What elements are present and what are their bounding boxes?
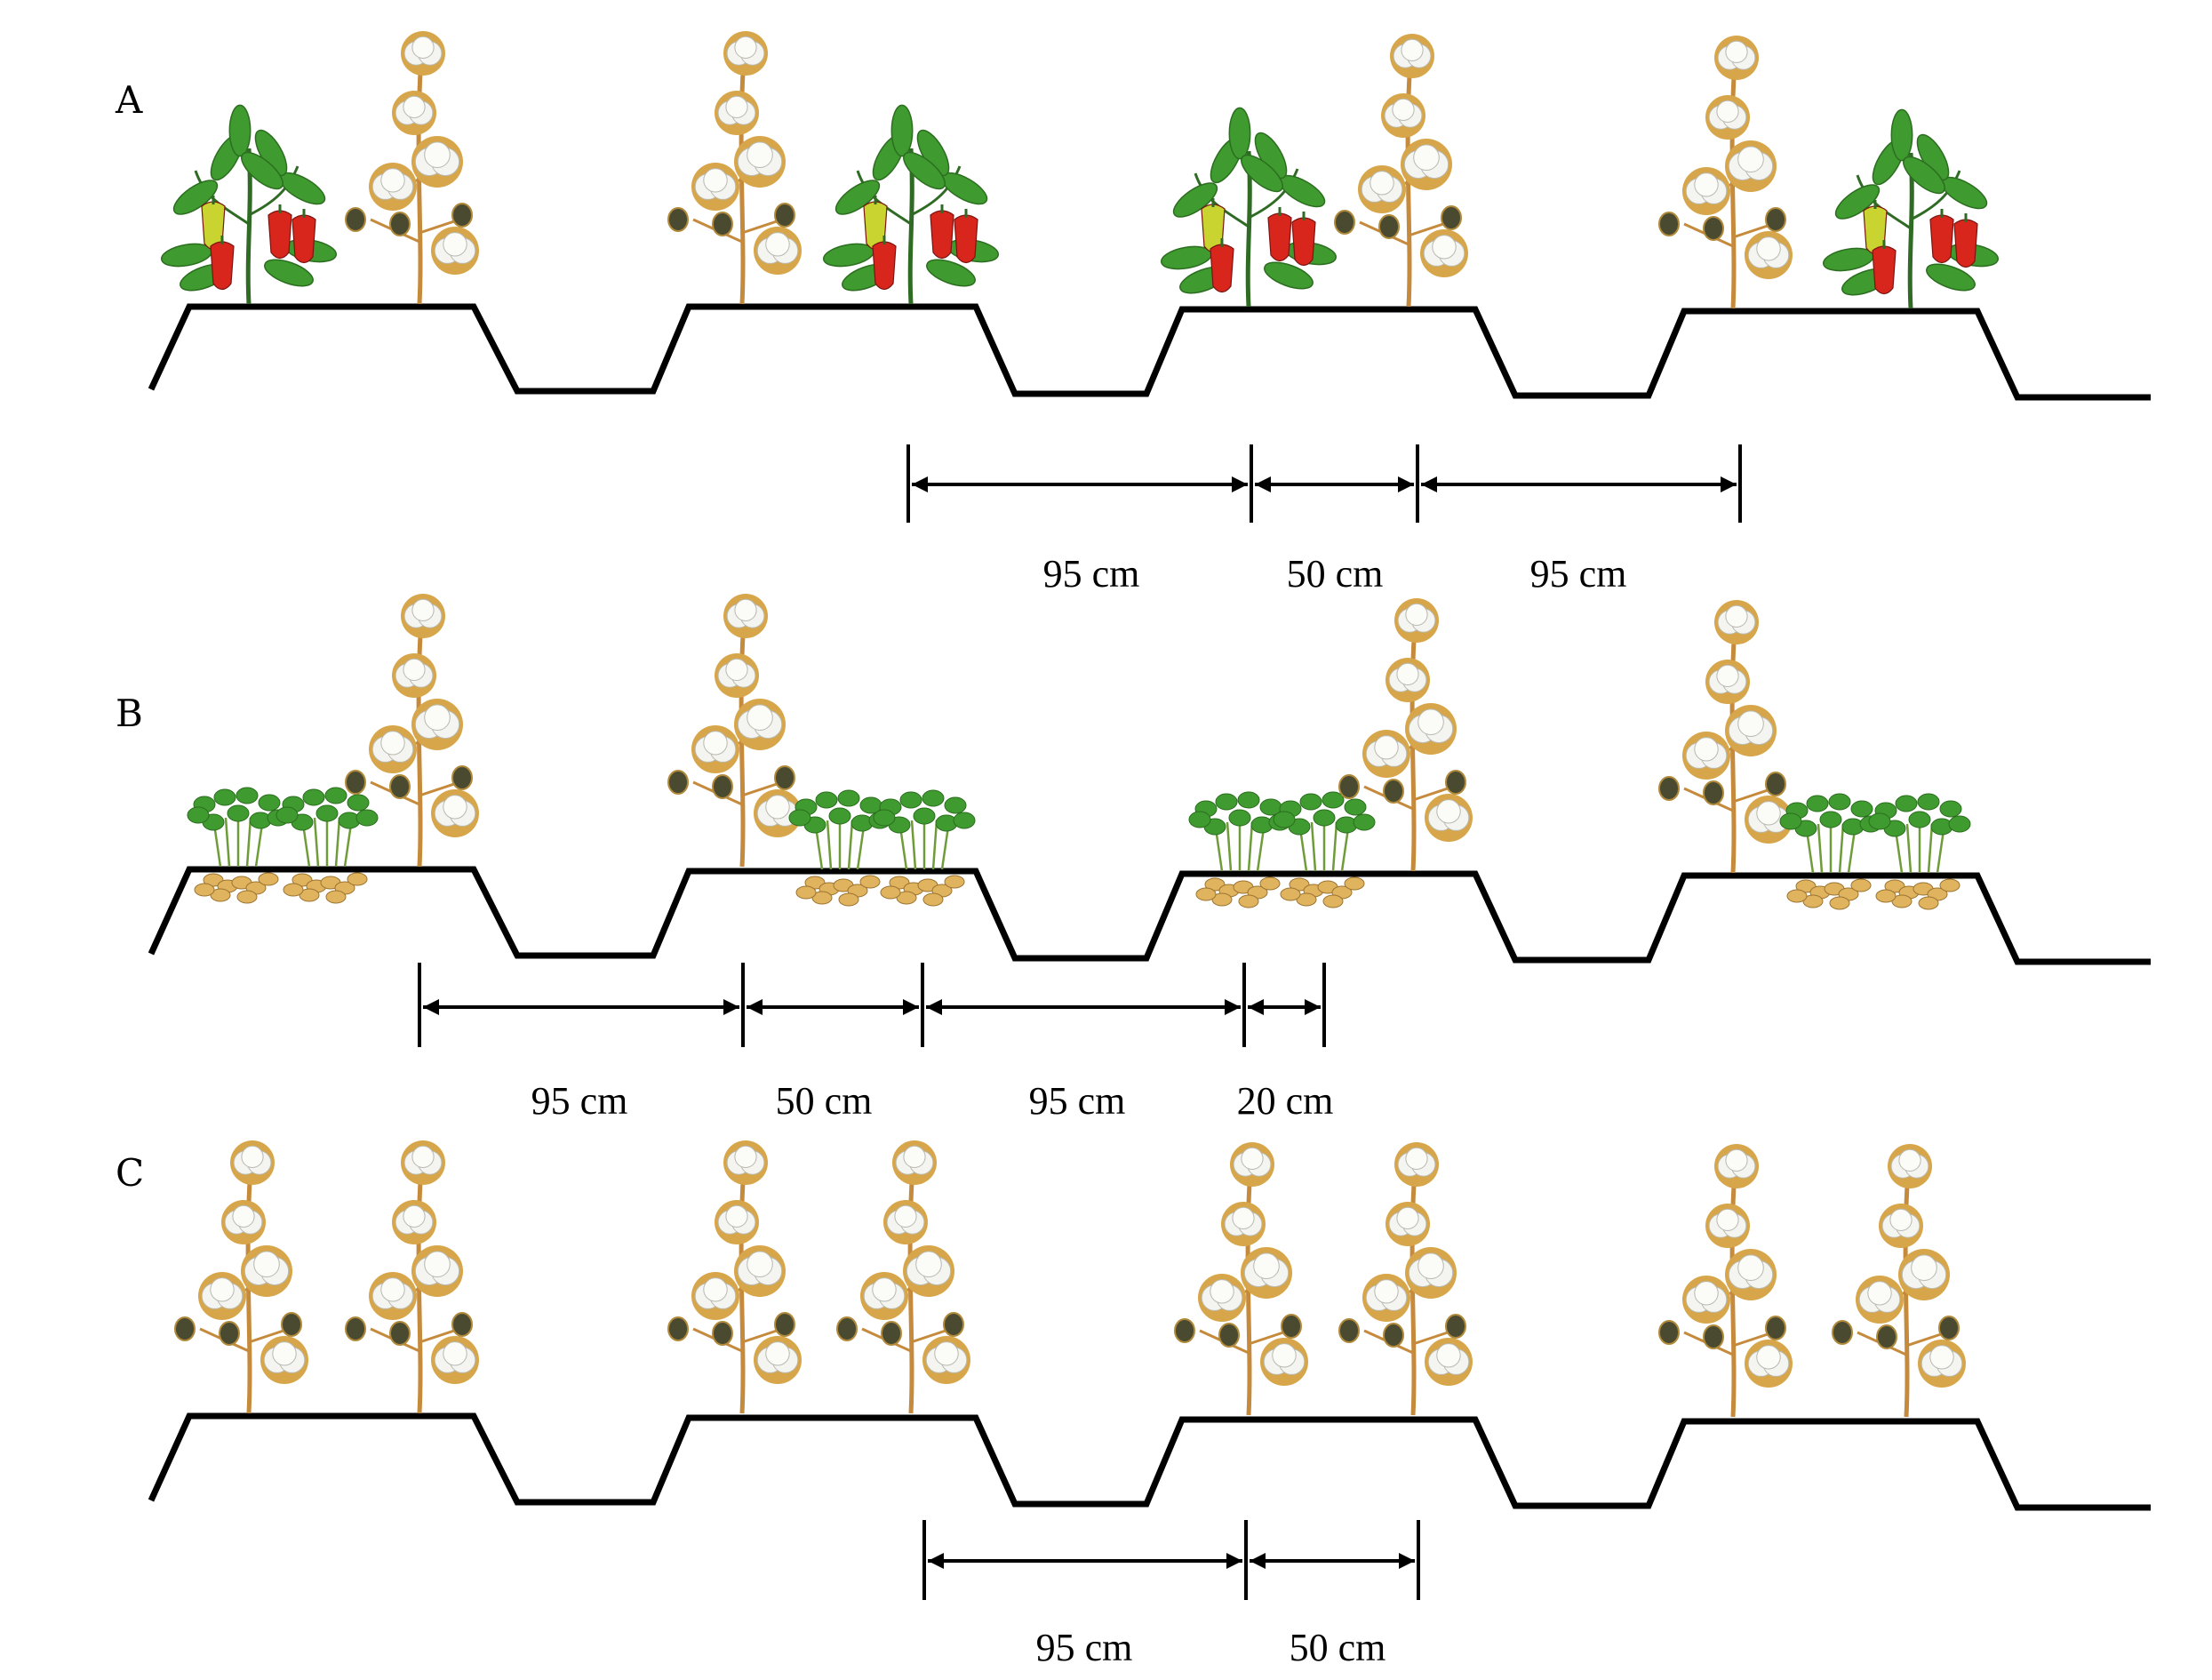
cotton-plant — [836, 1140, 970, 1414]
cotton-plant — [1658, 36, 1793, 309]
dim-label-b-1: 95 cm — [531, 1079, 628, 1123]
cotton-plant — [174, 1140, 308, 1414]
peanut-plant — [1273, 791, 1376, 908]
dimension-arrow — [423, 999, 739, 1015]
cotton-plant — [1658, 1144, 1793, 1418]
peanut-plant — [276, 787, 379, 904]
dim-label-c-1: 95 cm — [1036, 1626, 1133, 1669]
dim-label-b-4: 20 cm — [1237, 1079, 1334, 1123]
cotton-plant — [345, 1140, 479, 1414]
pepper-plant — [1161, 107, 1337, 308]
cotton-plant — [1334, 34, 1468, 308]
dimension-arrow — [1250, 1553, 1415, 1569]
peanut-plant — [1188, 791, 1291, 908]
cotton-plant — [345, 594, 479, 868]
cotton-plant — [1338, 598, 1473, 872]
dim-label-a-1: 95 cm — [1043, 552, 1140, 596]
dimension-arrow — [912, 476, 1248, 492]
cotton-plant — [1174, 1142, 1308, 1416]
dimension-arrow — [1421, 476, 1737, 492]
panel-label-a: A — [116, 78, 143, 122]
dimension-arrow — [926, 999, 1241, 1015]
cotton-plant — [1832, 1144, 1966, 1418]
cotton-plant — [1338, 1142, 1473, 1416]
dimension-arrow — [1255, 476, 1414, 492]
ground-profile-b — [148, 866, 2151, 965]
dimension-arrow — [928, 1553, 1242, 1569]
pepper-plant — [1823, 108, 1999, 309]
ground-profile-c — [148, 1412, 2151, 1511]
dim-label-b-2: 50 cm — [776, 1079, 873, 1123]
dimension-arrow — [747, 999, 919, 1015]
peanut-plant — [788, 789, 891, 907]
cotton-plant — [667, 1140, 802, 1414]
dimension-arrow — [1248, 999, 1321, 1015]
cotton-plant — [667, 594, 802, 868]
dim-label-a-2: 50 cm — [1287, 552, 1384, 596]
panel-label-c: C — [116, 1151, 145, 1195]
peanut-plant — [187, 787, 290, 904]
ground-profile-a — [148, 303, 2151, 401]
plants-layer — [161, 31, 1999, 1418]
dimension-lines — [418, 444, 1742, 1600]
panel-label-b: B — [116, 692, 143, 735]
dim-label-a-3: 95 cm — [1530, 552, 1627, 596]
peanut-plant — [1779, 793, 1882, 910]
dim-label-c-2: 50 cm — [1290, 1626, 1386, 1669]
peanut-plant — [1868, 793, 1971, 910]
dim-label-b-3: 95 cm — [1029, 1079, 1126, 1123]
pepper-plant — [823, 104, 999, 305]
peanut-plant — [873, 789, 976, 907]
cotton-plant — [1658, 600, 1793, 874]
cotton-plant — [345, 31, 479, 305]
cotton-plant — [667, 31, 802, 305]
pepper-plant — [161, 104, 337, 305]
